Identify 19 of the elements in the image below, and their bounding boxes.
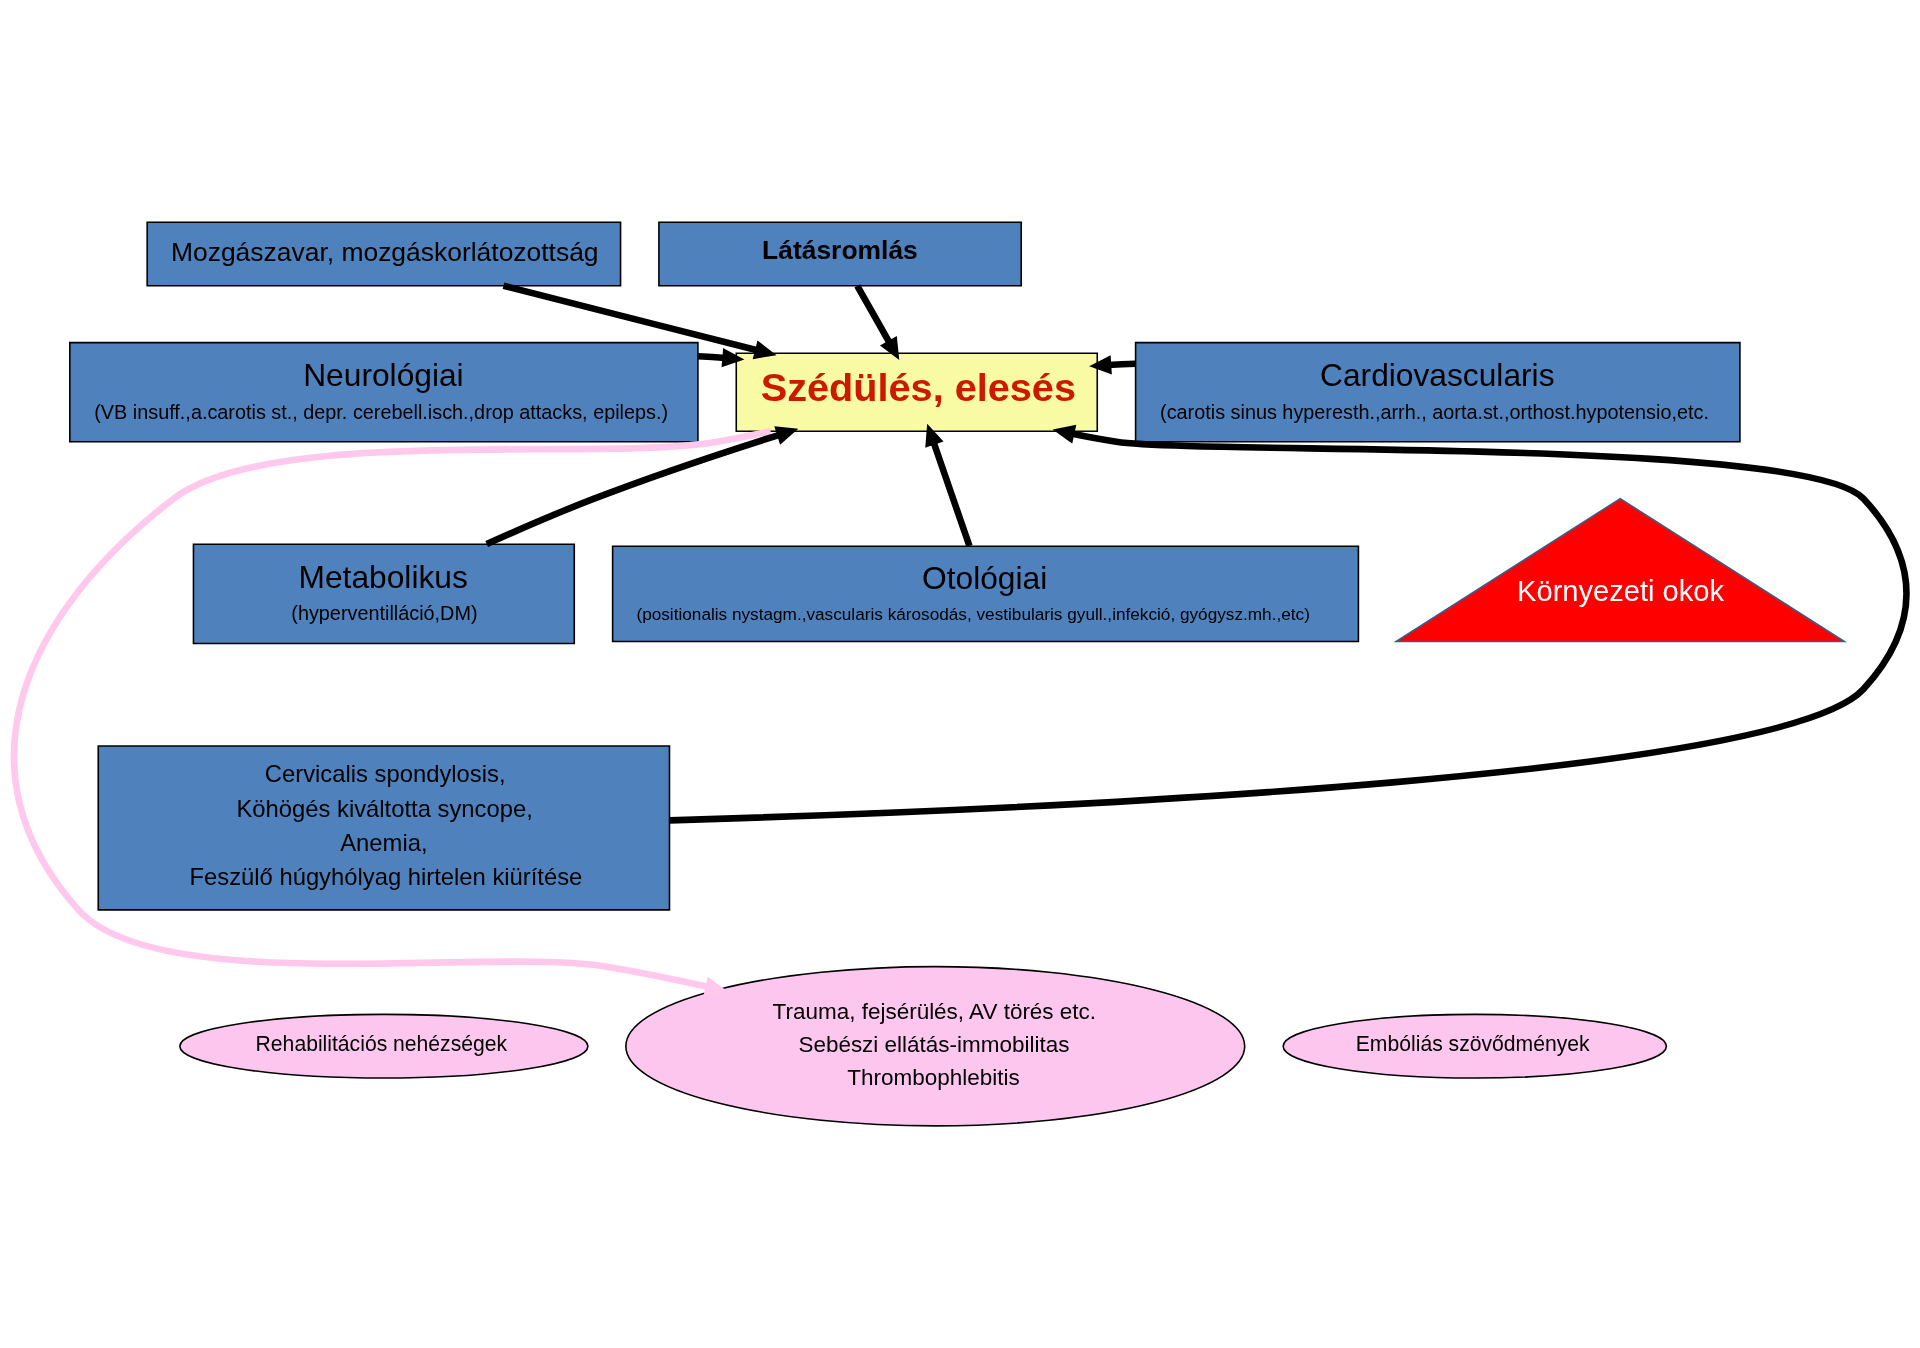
node-box: Otológiai (positionalis nystagm.,vascularis károsodás, vestibularis gyull.,infekció, gyógysz.mh.,etc) (611, 545, 1360, 643)
arrow (925, 423, 973, 548)
arrow (669, 424, 1910, 824)
arrow (698, 348, 745, 368)
arrow (11, 428, 772, 996)
node-box: Mozgászavar, mozgáskorlátozottság (146, 221, 622, 287)
node-box: Metabolikus (hyperventilláció,DM) (192, 543, 576, 645)
node-box: Látásromlás (658, 221, 1022, 287)
node-box: Cardiovascularis (carotis sinus hyperesth.,arrh., aorta.st.,orthost.hypotensio,etc. (1134, 341, 1741, 443)
node-box: Szédülés, elesés (735, 352, 1099, 432)
arrow (1089, 355, 1136, 375)
node-ellipse: Embóliás szövődmények (1282, 1013, 1668, 1079)
node-ellipse: Rehabilitációs nehézségek (179, 1013, 589, 1079)
arrow (854, 284, 900, 360)
node-box: Cervicalis spondylosis, Köhögés kiváltotta syncope, Anemia, Feszülő húgyhólyag hirtelen kiürítése (97, 745, 671, 911)
arrow (502, 282, 777, 360)
node-box: Neurológiai (VB insuff.,a.carotis st., depr. cerebell.isch.,drop attacks, epileps.) (69, 341, 699, 443)
node-ellipse: Trauma, fejsérülés, AV törés etc. Sebészi ellátás-immobilitas Thrombophlebitis (625, 965, 1246, 1127)
arrow (485, 426, 799, 548)
